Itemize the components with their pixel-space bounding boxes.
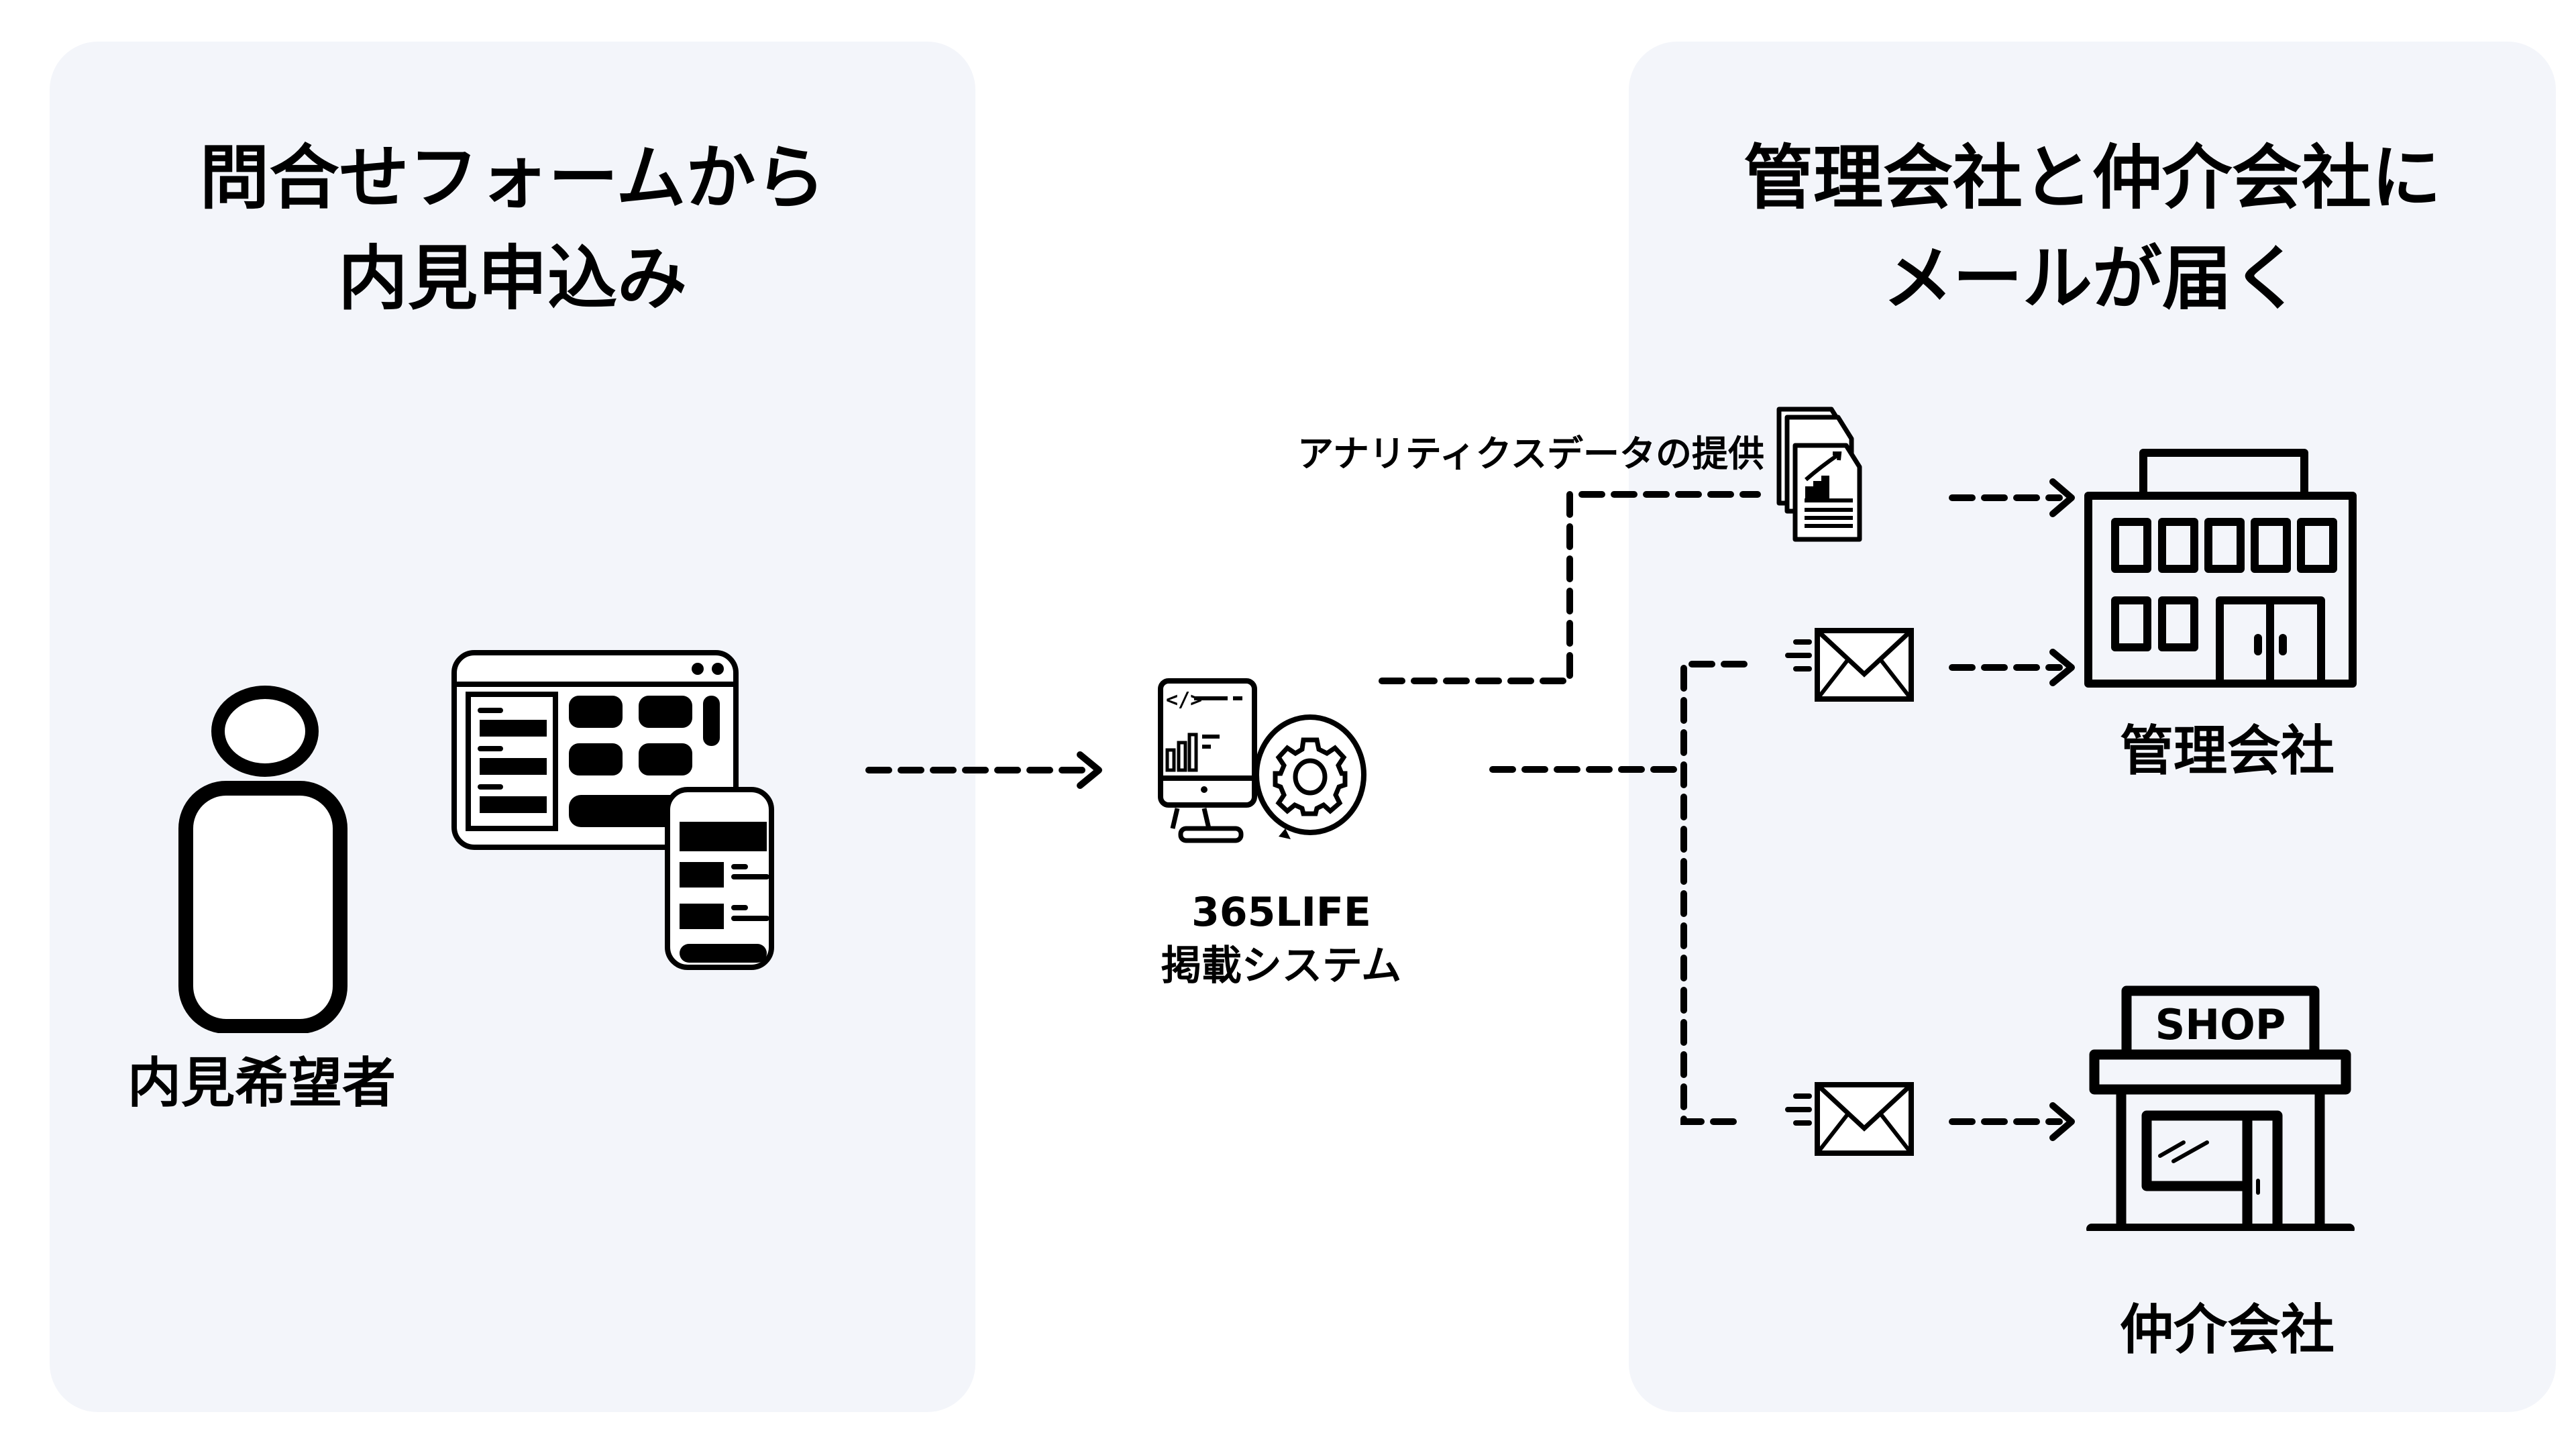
mail-icon-management xyxy=(1785,628,1914,702)
broker-label: 仲介会社 xyxy=(2120,1299,2334,1361)
management-label: 管理会社 xyxy=(2120,720,2334,782)
analytics-report-icon xyxy=(1776,407,1862,542)
right-title-line1: 管理会社と仲介会社に xyxy=(1743,137,2441,219)
person-label: 内見希望者 xyxy=(127,1052,396,1114)
left-title-line2: 内見申込み xyxy=(337,237,687,319)
system-monitor-gear-icon: </> xyxy=(1158,678,1366,843)
person-icon xyxy=(178,686,347,1033)
shop-sign-text: SHOP xyxy=(2155,1000,2286,1049)
right-panel-title: 管理会社と仲介会社に メールが届く xyxy=(1629,127,2556,329)
arrowhead-to-management xyxy=(2049,649,2075,686)
connector-system-to-analytics xyxy=(1379,491,1761,684)
left-title-line1: 問合せフォームから xyxy=(199,137,826,219)
system-label: 365LIFE 掲載システム xyxy=(1107,885,1456,993)
right-panel xyxy=(1629,42,2556,1412)
analytics-label: アナリティクスデータの提供 xyxy=(1297,433,1764,475)
connector-hub-to-mail-top xyxy=(1680,661,1748,1125)
management-building-icon xyxy=(2084,449,2357,688)
left-panel-title: 問合せフォームから 内見申込み xyxy=(50,127,975,329)
arrowhead-to-system xyxy=(1077,751,1102,789)
arrowhead-to-broker xyxy=(2049,1102,2075,1141)
system-subtitle: 掲載システム xyxy=(1161,943,1402,989)
broker-shop-icon: SHOP xyxy=(2086,985,2355,1231)
right-title-line2: メールが届く xyxy=(1882,237,2302,319)
arrowhead-to-management-top xyxy=(2049,478,2075,517)
web-form-icon xyxy=(451,650,774,970)
mail-icon-broker xyxy=(1785,1082,1914,1156)
system-name: 365LIFE xyxy=(1191,889,1371,936)
